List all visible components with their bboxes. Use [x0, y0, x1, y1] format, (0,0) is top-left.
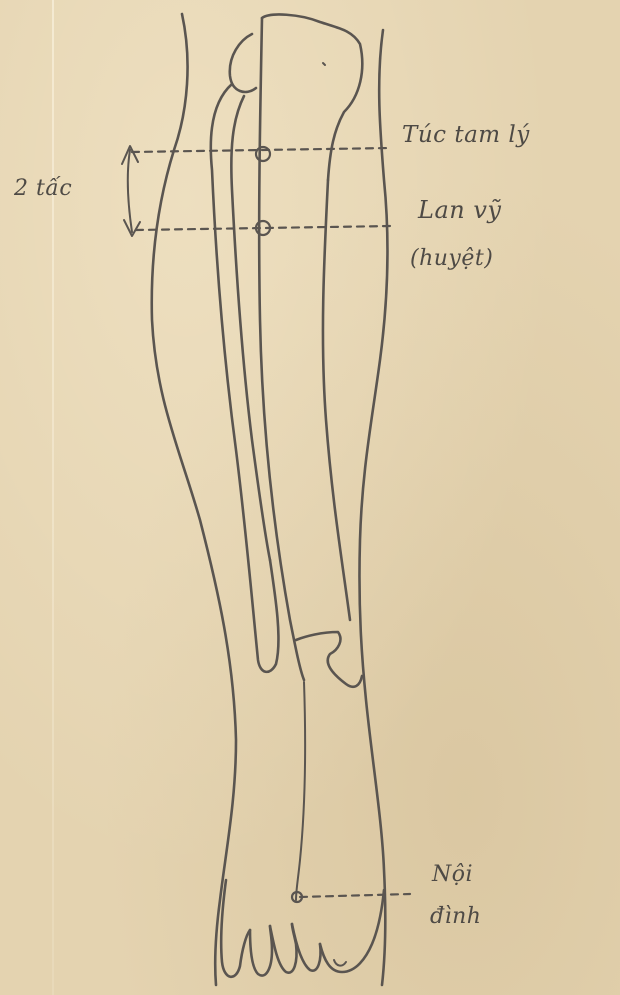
distance-label: 2 tấc — [14, 176, 72, 201]
fibula-head — [230, 34, 256, 92]
guide-line-noi-dinh — [300, 894, 410, 897]
toe-big — [320, 890, 384, 972]
foot-outline — [221, 880, 250, 977]
leg-outline-left — [152, 14, 236, 985]
toe-2 — [250, 926, 272, 976]
toenail — [334, 960, 346, 966]
acupoint-label-noi-line1: Nội — [432, 862, 473, 887]
leg-outline-right — [359, 30, 387, 985]
ankle-malleolus — [296, 632, 362, 687]
tibia-right-edge — [323, 180, 350, 620]
distance-arrow-shaft — [128, 150, 132, 232]
knee-bone — [262, 15, 362, 180]
acupoint-label-noi-line2: đình — [430, 904, 481, 929]
tibia-left-edge — [259, 18, 304, 680]
knee-dot — [323, 63, 325, 65]
fibula-inner — [231, 96, 270, 560]
guide-line-lan-vy — [136, 226, 392, 230]
acupoint-label-lan-vy: Lan vỹ — [418, 196, 501, 224]
acupoint-label-tuc-tam-ly: Túc tam lý — [402, 122, 530, 148]
acupoint-note-huyet: (huyệt) — [410, 246, 493, 271]
ankle-line — [296, 682, 305, 900]
